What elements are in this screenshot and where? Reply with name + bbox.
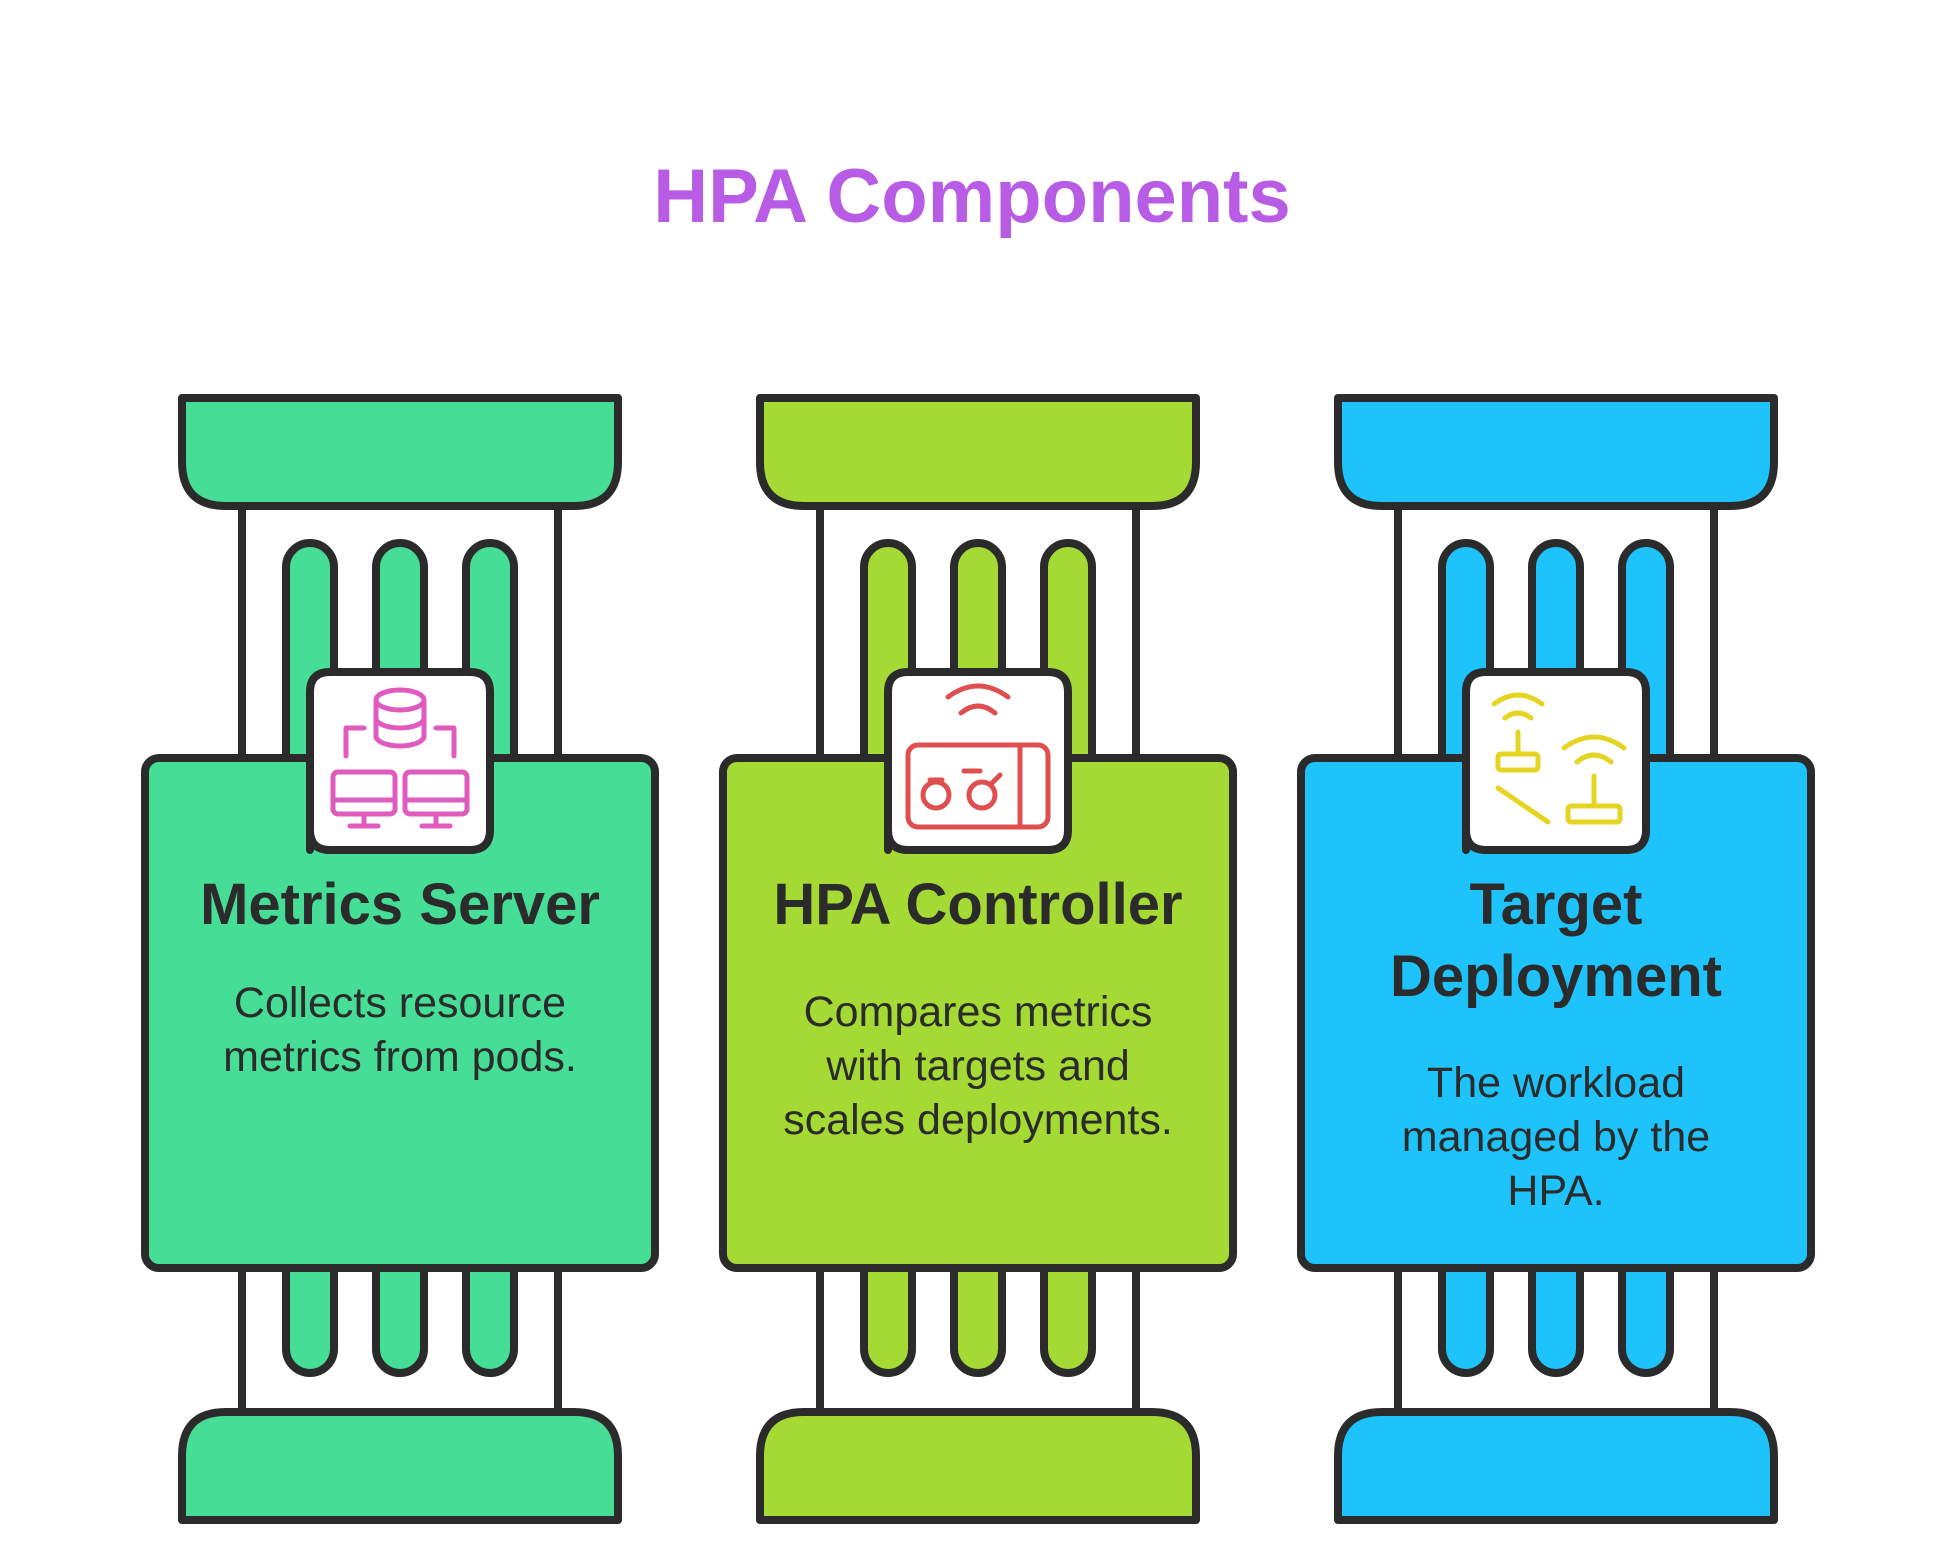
card-title: HPA Controller xyxy=(773,872,1182,937)
pillar-capital xyxy=(1334,394,1778,510)
card-description: scales deployments. xyxy=(783,1096,1173,1144)
diagram-title: HPA Components xyxy=(653,154,1291,239)
database-network-icon xyxy=(330,687,470,829)
pillar-capital xyxy=(178,394,622,510)
deployment-antenna-icon xyxy=(1491,692,1627,825)
card-description: The workload xyxy=(1427,1059,1685,1107)
icon-box xyxy=(884,668,1072,854)
pillar-base xyxy=(1334,1408,1778,1524)
icon-box xyxy=(306,668,494,854)
card-description: managed by the xyxy=(1402,1113,1710,1161)
pillar-base xyxy=(756,1408,1200,1524)
card-description: Compares metrics xyxy=(804,988,1153,1036)
card-title: Metrics Server xyxy=(200,872,600,937)
pillar-capital xyxy=(756,394,1200,510)
card-description: HPA. xyxy=(1507,1167,1604,1215)
card-title: Deployment xyxy=(1390,944,1722,1009)
controller-signal-icon xyxy=(905,683,1051,830)
card-description: metrics from pods. xyxy=(223,1033,577,1081)
pillar-base xyxy=(178,1408,622,1524)
card-title: Target xyxy=(1470,872,1643,937)
card-description: with targets and xyxy=(825,1042,1130,1090)
card-description: Collects resource xyxy=(234,979,566,1027)
